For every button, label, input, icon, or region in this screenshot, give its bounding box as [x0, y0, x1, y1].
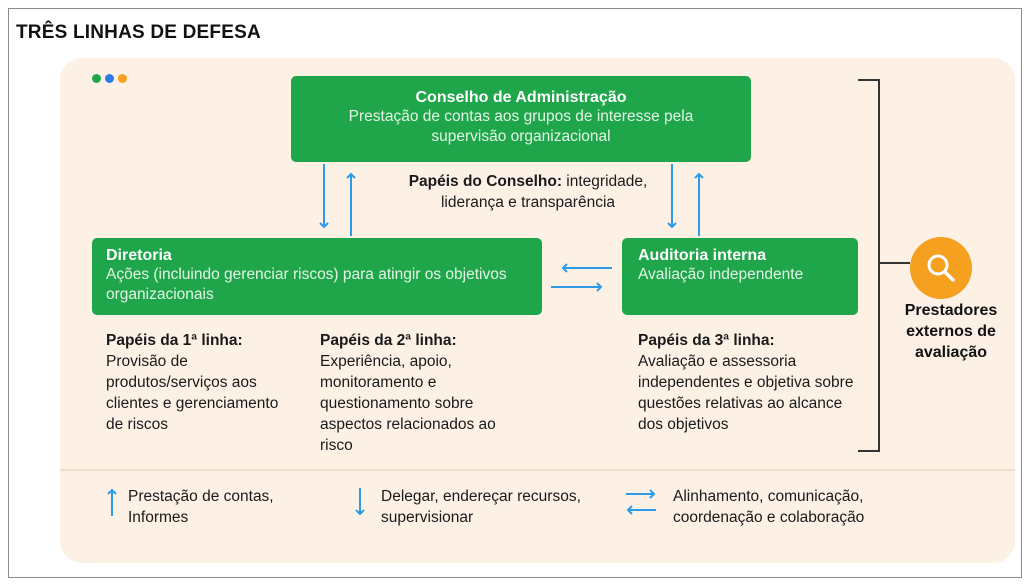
- first-line-title: Papéis da 1ª linha:: [106, 332, 243, 349]
- internal-audit-box: Auditoria interna Avaliação independente: [622, 238, 858, 315]
- third-line-text: Avaliação e assessoria independentes e o…: [638, 353, 854, 433]
- management-title: Diretoria: [106, 247, 172, 264]
- second-line-title: Papéis da 2ª linha:: [320, 332, 457, 349]
- window-dots: [92, 74, 127, 83]
- second-line-text: Experiência, apoio, monitoramento e ques…: [320, 353, 496, 454]
- green-dot: [92, 74, 101, 83]
- first-line-roles: Papéis da 1ª linha: Provisão de produtos…: [106, 330, 296, 435]
- external-assurance-badge: [910, 237, 972, 299]
- board-title: Conselho de Administração: [415, 89, 627, 106]
- third-line-roles: Papéis da 3ª linha: Avaliação e assessor…: [638, 330, 868, 435]
- board-subtitle: Prestação de contas aos grupos de intere…: [348, 108, 694, 145]
- council-roles: Papéis do Conselho: integridade, lideran…: [378, 171, 678, 213]
- legend-alignment: Alinhamento, comunicação, coordenação e …: [673, 488, 865, 526]
- page-title: TRÊS LINHAS DE DEFESA: [16, 22, 261, 43]
- internal-audit-title: Auditoria interna: [638, 247, 767, 264]
- legend-accountability: Prestação de contas, Informes: [128, 488, 274, 526]
- legend-delegation: Delegar, endereçar recursos, supervision…: [381, 488, 581, 526]
- legend-divider: [60, 469, 1015, 471]
- arrows-left-right-icon: [626, 489, 656, 515]
- management-box: Diretoria Ações (incluindo gerenciar ris…: [92, 238, 542, 315]
- bracket-connector: [880, 262, 910, 264]
- second-line-roles: Papéis da 2ª linha: Experiência, apoio, …: [320, 330, 530, 456]
- board-box: Conselho de Administração Prestação de c…: [291, 76, 751, 162]
- blue-dot: [105, 74, 114, 83]
- management-subtitle: Ações (incluindo gerenciar riscos) para …: [106, 266, 507, 303]
- council-roles-label: Papéis do Conselho:: [408, 173, 562, 190]
- first-line-text: Provisão de produtos/serviços aos client…: [106, 353, 279, 433]
- internal-audit-subtitle: Avaliação independente: [638, 266, 804, 283]
- external-assurance-label: Prestadores externos de avaliação: [904, 302, 998, 361]
- search-icon: [927, 254, 955, 282]
- governance-bracket: [858, 79, 880, 452]
- council-roles-text: integridade, liderança e transparência: [440, 173, 648, 211]
- orange-dot: [118, 74, 127, 83]
- third-line-title: Papéis da 3ª linha:: [638, 332, 775, 349]
